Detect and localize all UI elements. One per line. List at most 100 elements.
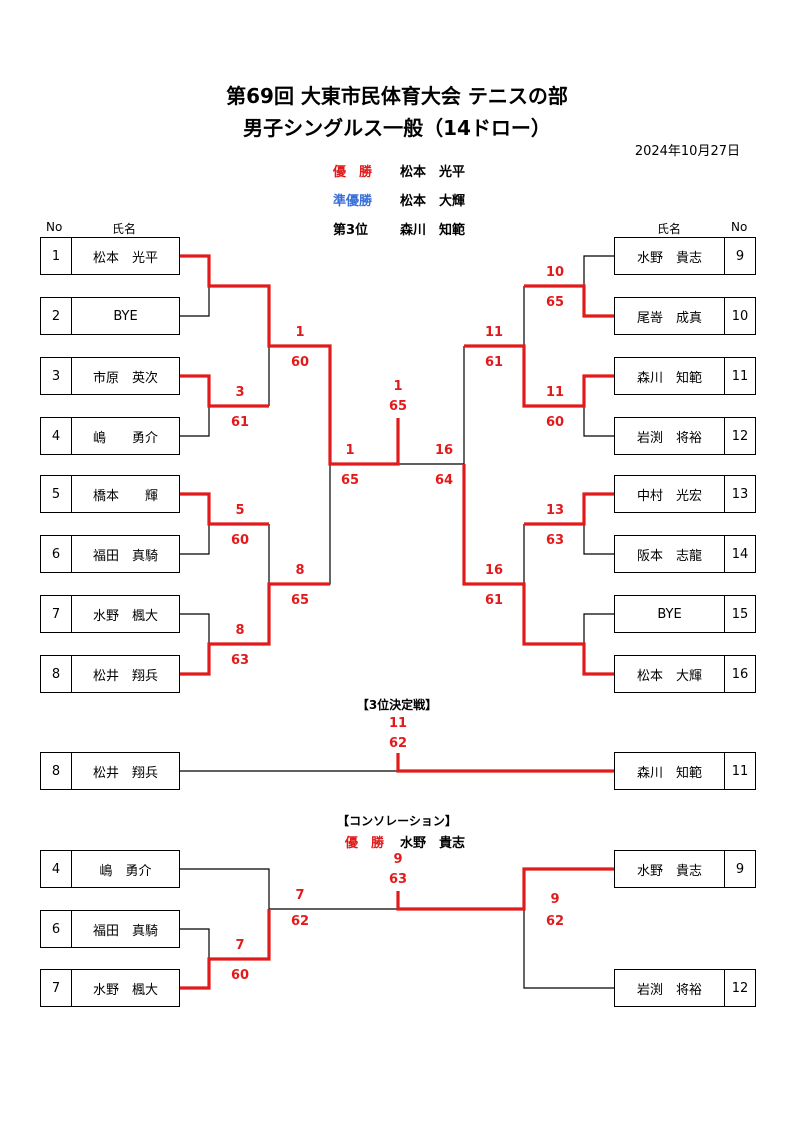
line-m6-loser xyxy=(583,406,614,437)
player-box: 9 水野 貴志 xyxy=(614,237,756,275)
player-no: 2 xyxy=(41,298,72,334)
player-name: BYE xyxy=(113,308,138,324)
line-m7-loser xyxy=(583,524,614,555)
line-m2-loser xyxy=(180,406,210,437)
label-third-winner: 11 xyxy=(389,716,407,731)
player-no: 7 xyxy=(41,596,72,632)
event-date: 2024年10月27日 xyxy=(634,144,740,159)
player-name: 阪本 志龍 xyxy=(636,548,702,564)
player-box: 8 松井 翔兵 xyxy=(40,655,180,693)
player-box: 6 福田 真騎 xyxy=(40,535,180,573)
player-no: 6 xyxy=(41,536,72,572)
player-box: 14 阪本 志龍 xyxy=(614,535,756,573)
label-m6-winner: 11 xyxy=(546,385,564,400)
tournament-title: 第69回 大東市民体育大会 テニスの部 xyxy=(226,84,568,108)
third-place-name: 森川 知範 xyxy=(400,223,466,238)
label-m2-score: 61 xyxy=(231,415,249,430)
event-title: 男子シングルス一般（14ドロー） xyxy=(243,116,551,140)
runnerup-name: 松本 大輝 xyxy=(400,194,466,209)
line-m6-winner xyxy=(464,344,614,408)
player-box: 8 松井 翔兵 xyxy=(40,752,180,790)
consolation-title: 【コンソレーション】 xyxy=(337,814,457,828)
label-sf-r2-score: 61 xyxy=(485,593,503,608)
line-cons-r-loser xyxy=(523,909,614,989)
player-name: 福田 真騎 xyxy=(92,923,158,939)
label-cons-l1-score: 60 xyxy=(231,968,249,983)
label-m7-winner: 13 xyxy=(546,503,564,518)
player-no: 4 xyxy=(41,418,72,454)
player-name: 福田 真騎 xyxy=(92,548,158,564)
player-box: 7 水野 楓大 xyxy=(40,595,180,633)
line-final-right-loser xyxy=(398,346,465,465)
player-no: 14 xyxy=(724,536,755,572)
player-box: 4 嶋 勇介 xyxy=(40,850,180,888)
third-place-title: 【3位決定戦】 xyxy=(356,698,438,712)
label-sf-r1-winner: 11 xyxy=(485,325,503,340)
label-cons-l2-score: 62 xyxy=(291,914,309,929)
label-m4-winner: 8 xyxy=(235,623,244,638)
line-m1-loser xyxy=(180,286,210,317)
label-sf-l1-winner: 1 xyxy=(295,325,304,340)
player-no: 12 xyxy=(724,418,755,454)
player-no: 9 xyxy=(724,238,755,274)
label-sf-r1-score: 61 xyxy=(485,355,503,370)
player-no: 8 xyxy=(41,753,72,789)
player-no: 12 xyxy=(724,970,755,1006)
player-name: 松井 翔兵 xyxy=(92,668,158,684)
player-no: 4 xyxy=(41,851,72,887)
label-cons-final-winner: 9 xyxy=(393,852,402,867)
player-no: 1 xyxy=(41,238,72,274)
line-m5-loser xyxy=(583,255,614,286)
label-cons-r-score: 62 xyxy=(546,914,564,929)
player-no: 5 xyxy=(41,476,72,512)
label-final-left-winner: 1 xyxy=(345,443,354,458)
player-no: 9 xyxy=(724,851,755,887)
label-cons-final-score: 63 xyxy=(389,872,407,887)
player-name: 水野 貴志 xyxy=(636,250,702,266)
player-box: 12 岩渕 将裕 xyxy=(614,417,756,455)
player-no: 6 xyxy=(41,911,72,947)
player-name: 嶋 勇介 xyxy=(99,863,152,879)
label-sf-l1-score: 60 xyxy=(291,355,309,370)
right-no-header: No xyxy=(731,220,748,234)
line-m4-loser xyxy=(180,613,210,644)
line-m8-winner xyxy=(462,464,614,676)
label-third-score: 62 xyxy=(389,736,407,751)
winner-name: 松本 光平 xyxy=(400,165,466,180)
third-place-label: 第3位 xyxy=(333,223,369,238)
player-name: 松井 翔兵 xyxy=(92,765,158,781)
player-no: 16 xyxy=(724,656,755,692)
label-final-left-score: 65 xyxy=(341,473,359,488)
loser-lines xyxy=(180,255,614,989)
line-m4-winner xyxy=(180,582,330,676)
line-m7-winner xyxy=(524,492,614,526)
bracket-labels: 1 60 3 61 5 60 8 65 8 63 1 65 1 65 16 64… xyxy=(231,265,564,983)
player-no: 8 xyxy=(41,656,72,692)
label-cons-l2-winner: 7 xyxy=(295,888,304,903)
runnerup-label: 準優勝 xyxy=(333,194,373,209)
player-no: 7 xyxy=(41,970,72,1006)
line-cons-l1-loser xyxy=(180,928,210,959)
player-name: 岩渕 将裕 xyxy=(636,430,702,446)
label-final-score: 65 xyxy=(389,399,407,414)
line-m3-winner xyxy=(180,492,269,526)
player-name: 水野 楓大 xyxy=(92,608,158,624)
line-winner-path xyxy=(180,254,400,466)
winner-label: 優 勝 xyxy=(333,165,373,180)
left-name-header: 氏名 xyxy=(112,222,137,236)
player-box: 2 BYE xyxy=(40,297,180,335)
label-m4-score: 63 xyxy=(231,653,249,668)
label-sf-l2-winner: 8 xyxy=(295,563,304,578)
player-no: 15 xyxy=(724,596,755,632)
line-m3-loser xyxy=(180,524,210,555)
player-no: 11 xyxy=(724,358,755,394)
